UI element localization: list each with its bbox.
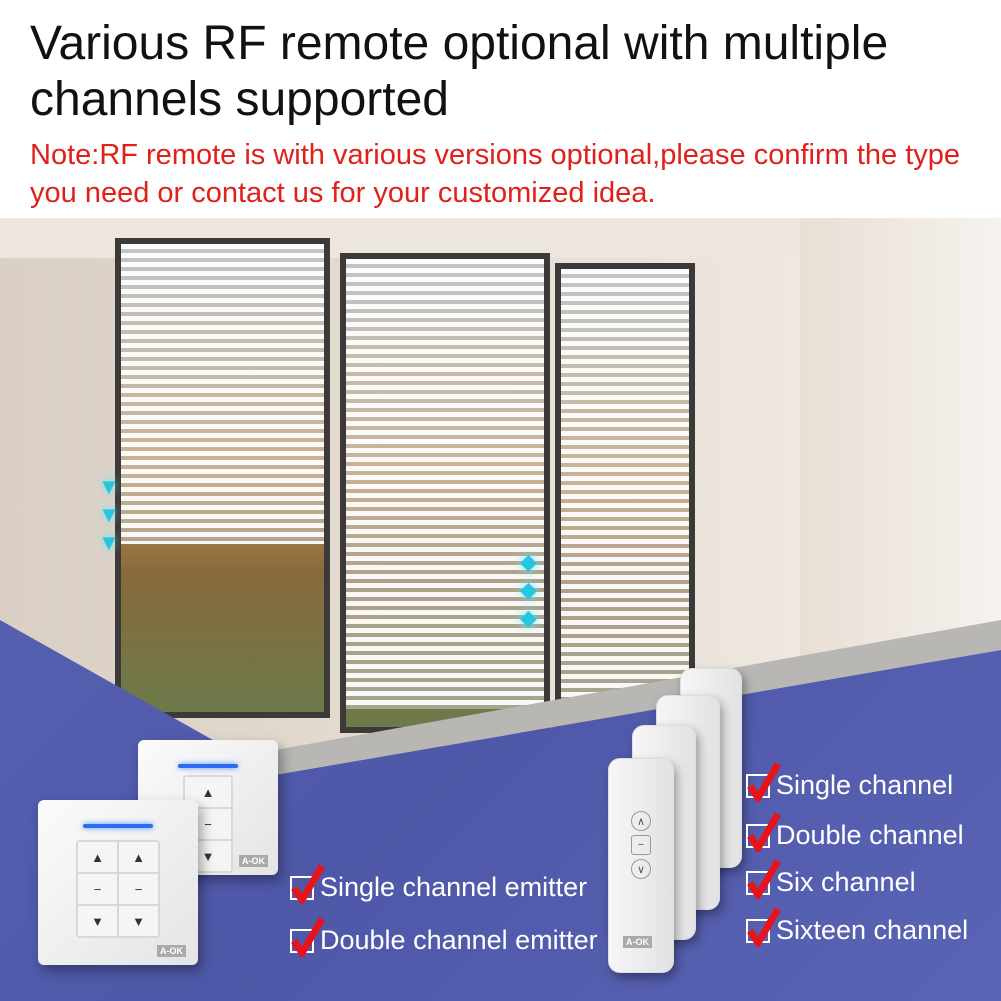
brand-logo: A-OK: [239, 855, 268, 867]
option-label: Sixteen channel: [776, 915, 969, 945]
checkmark-icon: [290, 916, 326, 957]
page-title: Various RF remote optional with multiple…: [30, 17, 889, 126]
down-key[interactable]: ▼: [78, 906, 117, 936]
checkmark-icon: [746, 811, 782, 852]
header: Various RF remote optional with multiple…: [0, 0, 1001, 218]
checkmark-icon: [746, 858, 782, 899]
option-single-emitter: Single channel emitter: [290, 863, 588, 904]
brand-logo: A-OK: [623, 936, 652, 948]
option-label: Six channel: [776, 867, 916, 897]
option-sixteen-channel: Sixteen channel: [746, 906, 969, 947]
window-center: [340, 253, 550, 733]
indicator-led: [83, 824, 153, 828]
option-label: Single channel emitter: [320, 872, 588, 902]
down-key[interactable]: ▼: [119, 906, 158, 936]
switch-keys: ▲ ▲ − − ▼ ▼: [76, 840, 160, 938]
checkmark-icon: [290, 863, 326, 904]
up-button[interactable]: ∧: [631, 811, 651, 831]
blind: [561, 269, 689, 709]
switch-keys: ▲ − ▼: [183, 775, 233, 873]
wall-switch-double: ▲ ▲ − − ▼ ▼ A-OK: [38, 800, 198, 965]
up-key[interactable]: ▲: [78, 842, 117, 872]
option-single-channel: Single channel: [746, 761, 954, 802]
up-key[interactable]: ▲: [119, 842, 158, 872]
checkmark-icon: [746, 761, 782, 802]
option-label: Double channel emitter: [320, 925, 598, 955]
brand-logo: A-OK: [157, 945, 186, 957]
window-left: [115, 238, 330, 718]
option-label: Single channel: [776, 770, 954, 800]
up-arrows-icon: ◆◆◆: [520, 549, 537, 630]
stop-button[interactable]: −: [631, 835, 651, 855]
window-right: [555, 263, 695, 743]
blind: [346, 259, 544, 709]
option-double-emitter: Double channel emitter: [290, 916, 598, 957]
note-text: Note:RF remote is with various versions …: [30, 139, 961, 209]
blind: [121, 244, 324, 544]
option-six-channel: Six channel: [746, 858, 916, 899]
down-arrows-icon: ▼▼▼: [98, 474, 120, 555]
stop-key[interactable]: −: [78, 874, 117, 904]
checkmark-icon: [746, 906, 782, 947]
indicator-led: [178, 764, 238, 768]
remote-single: ∧ − ∨ A-OK: [608, 758, 674, 973]
option-label: Double channel: [776, 820, 964, 850]
down-button[interactable]: ∨: [631, 859, 651, 879]
stop-key[interactable]: −: [119, 874, 158, 904]
option-double-channel: Double channel: [746, 811, 964, 852]
